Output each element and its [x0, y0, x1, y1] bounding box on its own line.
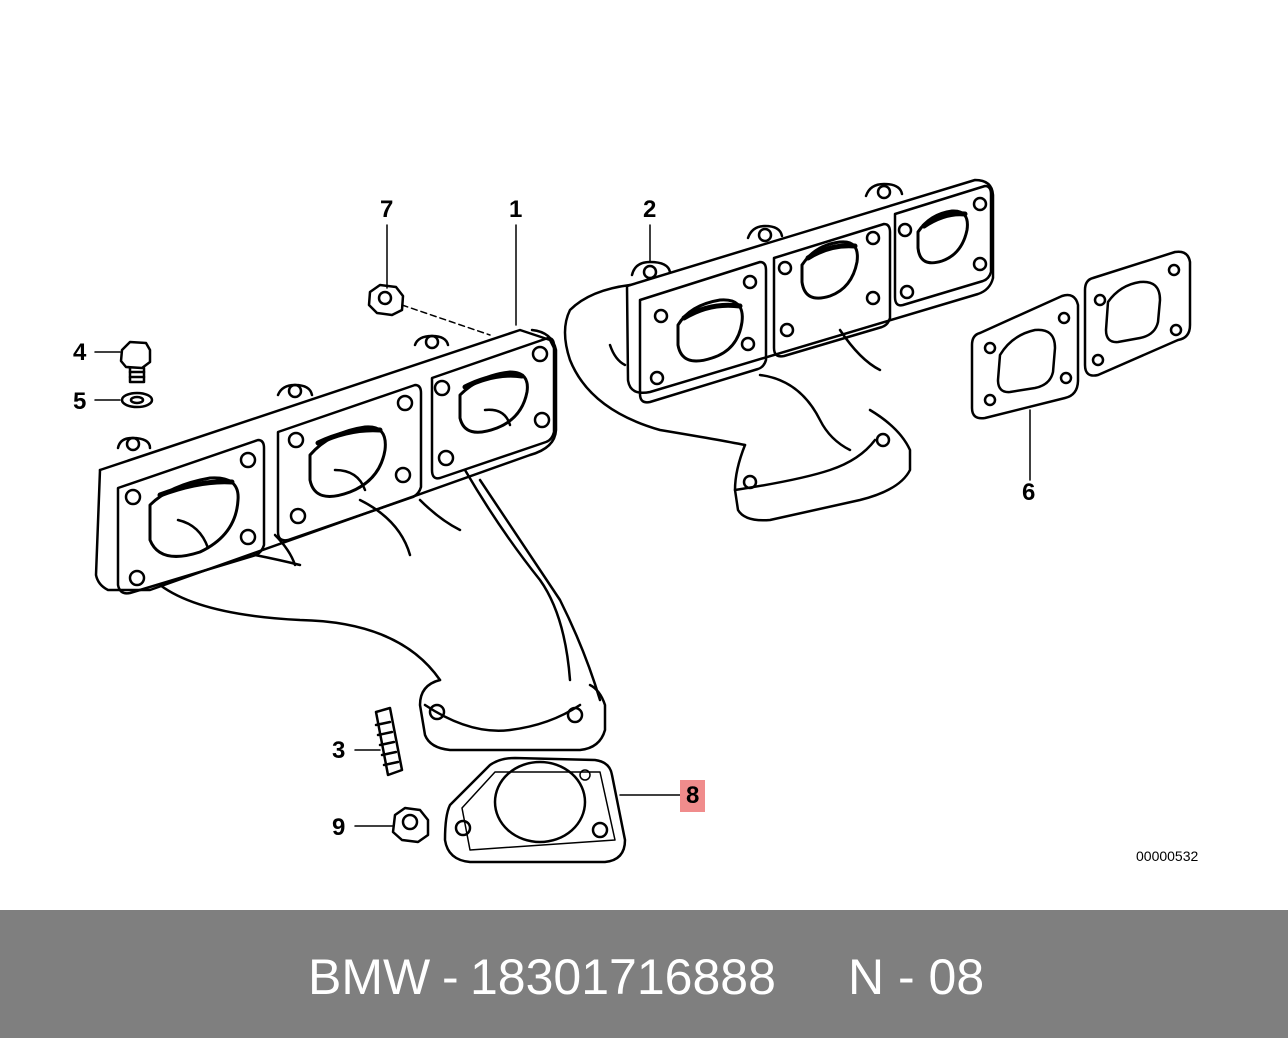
- top-nut: [367, 283, 405, 317]
- exhaust-manifold-left: [94, 328, 607, 752]
- callout-3: 3: [332, 737, 346, 764]
- callout-8-highlighted: 8: [680, 780, 706, 812]
- outlet-gasket: [443, 756, 627, 864]
- callout-9: 9: [332, 814, 346, 841]
- hex-bolt: [119, 340, 152, 384]
- callout-6: 6: [1022, 479, 1036, 506]
- footer-position-label: N - 08: [848, 949, 985, 1005]
- exploded-parts-diagram: [94, 178, 1192, 864]
- callout-7: 7: [380, 196, 394, 223]
- footer-part-number: 18301716888: [470, 949, 776, 1005]
- washer: [120, 391, 154, 409]
- stud-bolt: [374, 706, 404, 777]
- callout-4: 4: [73, 339, 87, 366]
- footer-brand: BMW: [308, 949, 431, 1005]
- diagram-reference-number: 00000532: [1136, 848, 1199, 864]
- callout-1: 1: [509, 196, 523, 223]
- hex-nut: [391, 806, 430, 844]
- exhaust-manifold-right: [563, 178, 995, 522]
- callout-2: 2: [643, 196, 657, 223]
- leader-lines: [94, 224, 1031, 827]
- callout-5: 5: [73, 388, 87, 415]
- footer-bar: [0, 910, 1288, 1038]
- footer-separator: -: [442, 949, 459, 1005]
- manifold-gaskets: [970, 250, 1192, 420]
